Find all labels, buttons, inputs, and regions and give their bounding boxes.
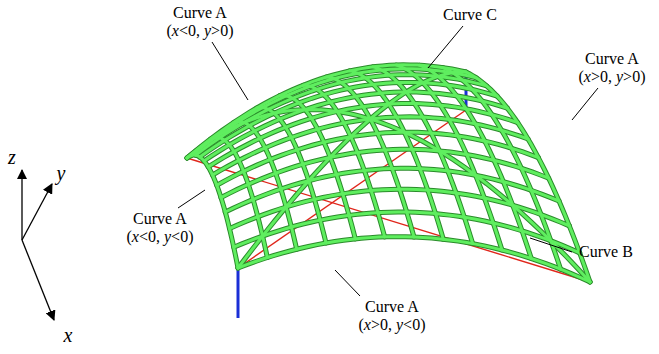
curve-label: Curve A — [585, 50, 639, 68]
curve-label: Curve A — [133, 210, 187, 228]
leader-line — [530, 238, 572, 252]
grid-member — [238, 237, 590, 282]
curve-label: Curve A — [173, 4, 227, 22]
base-lines — [187, 72, 590, 318]
grid-member — [217, 132, 539, 185]
axis-label: x — [64, 324, 73, 346]
leader-line — [572, 88, 598, 120]
curve-label: Curve C — [443, 6, 497, 24]
leader-line — [428, 26, 463, 68]
leader-line — [212, 42, 248, 100]
curve-label: (x<0, y>0) — [167, 22, 234, 40]
leader-line — [335, 270, 360, 296]
grid-member — [196, 75, 487, 156]
axes — [22, 170, 54, 320]
grid-member — [213, 117, 529, 175]
grid-member — [187, 155, 238, 268]
grid-member — [187, 109, 590, 282]
curve-label: (x>0, y<0) — [359, 316, 426, 334]
grid-shell — [187, 65, 590, 282]
grid-member — [238, 72, 466, 268]
grid-member-outline — [238, 237, 590, 282]
leader-lines — [178, 26, 598, 296]
axis-label: z — [8, 146, 16, 168]
leader-line — [178, 190, 205, 208]
axis-label: y — [57, 162, 66, 184]
axis-arrow — [22, 240, 54, 320]
grid-member — [466, 72, 590, 282]
axis-arrow — [21, 170, 22, 240]
curve-label: (x>0, y>0) — [579, 68, 646, 86]
curve-label: Curve A — [365, 298, 419, 316]
curve-label: Curve B — [579, 243, 633, 261]
support-post — [237, 268, 240, 318]
axis-arrow — [22, 184, 52, 240]
curve-label: (x<0, y<0) — [127, 228, 194, 246]
grid-member — [303, 85, 384, 237]
grid-member-outline — [213, 117, 529, 175]
